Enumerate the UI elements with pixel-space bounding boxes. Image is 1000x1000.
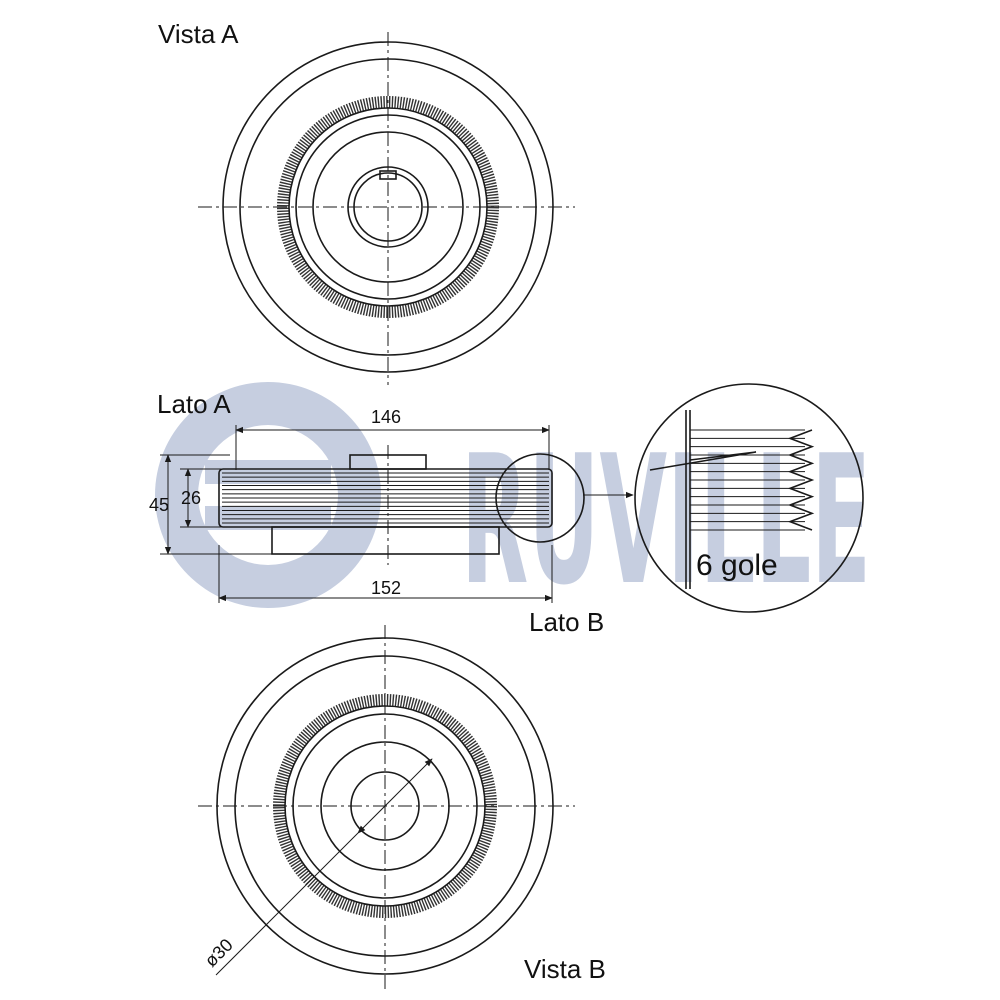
groove-detail — [634, 383, 864, 613]
grooves-label: 6 gole — [696, 549, 778, 582]
height-26-label: 26 — [181, 488, 201, 508]
lato-b-label: Lato B — [529, 607, 604, 637]
ruville-logo-icon — [155, 382, 381, 608]
height-45-label: 45 — [149, 495, 169, 515]
vista-a-view — [198, 32, 575, 385]
width-146-label: 146 — [371, 407, 401, 427]
detail-callout-circle — [495, 453, 585, 543]
dimension-lines — [160, 425, 634, 603]
vista-b-label: Vista B — [524, 954, 606, 984]
side-view — [218, 445, 553, 565]
side-view-grooves — [222, 472, 549, 524]
vista-b-view — [198, 625, 575, 990]
bore-diameter-label: ø30 — [201, 935, 237, 971]
ruville-wordmark: RUVILLE — [461, 417, 871, 624]
groove-detail-lines — [690, 429, 805, 531]
lato-a-label: Lato A — [157, 389, 231, 419]
groove-profile-zigzag — [787, 429, 815, 531]
vista-a-label: Vista A — [158, 19, 239, 49]
ruville-watermark: RUVILLE — [155, 382, 871, 624]
width-152-label: 152 — [371, 578, 401, 598]
